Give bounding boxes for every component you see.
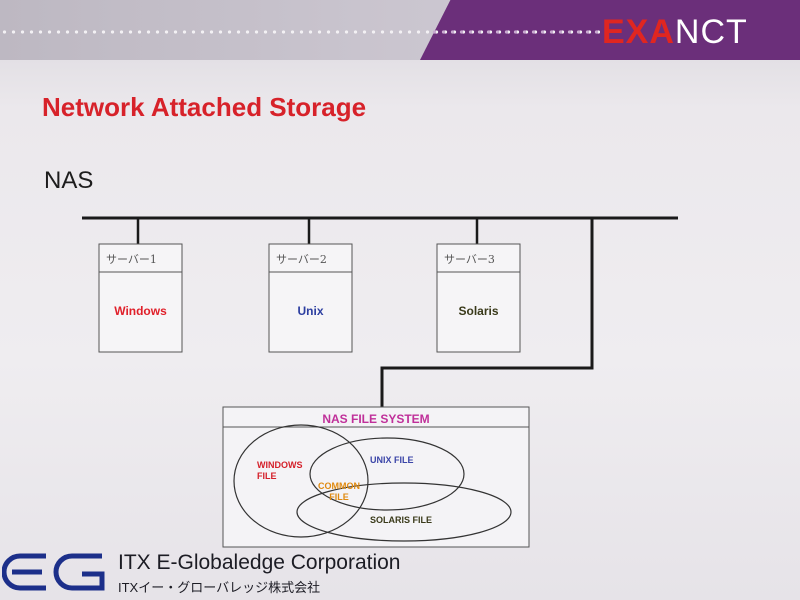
solaris-file-label: SOLARIS FILE <box>370 515 433 525</box>
windows-file-ellipse <box>233 424 369 538</box>
eg-logo-icon <box>2 553 105 591</box>
header-dot-strip <box>0 29 600 35</box>
windows-file-label: WINDOWS FILE <box>257 460 303 481</box>
unix-file-ellipse <box>309 437 465 511</box>
brand-logo-exa: EXA <box>602 13 675 51</box>
corporation-name-jp: ITXイー・グローバレッジ株式会社 <box>118 580 321 595</box>
server-box-2 <box>268 243 353 353</box>
solaris-file-ellipse <box>296 482 512 542</box>
server-box-1 <box>98 243 183 353</box>
brand-logo: EXANCT <box>602 14 748 50</box>
server3-os: Solaris <box>458 304 499 318</box>
corporation-name: ITX E-Globaledge Corporation <box>118 551 401 574</box>
nas-link <box>380 218 594 407</box>
server2-os: Unix <box>297 304 324 318</box>
header-dot-strip-purple <box>430 29 600 35</box>
server-box-3 <box>436 243 521 353</box>
slide-subtitle: NAS <box>44 167 94 194</box>
nas-box <box>222 406 530 548</box>
nas-file-system-title: NAS FILE SYSTEM <box>322 412 430 426</box>
common-file-label: COMMON FILE <box>318 481 360 502</box>
unix-file-label: UNIX FILE <box>370 455 414 465</box>
slide-title: Network Attached Storage <box>42 92 367 122</box>
server1-os: Windows <box>114 304 167 318</box>
brand-logo-nct: NCT <box>674 13 748 51</box>
server2-label: サーバー2 <box>276 253 327 266</box>
server3-label: サーバー3 <box>444 253 495 266</box>
server1-label: サーバー1 <box>106 253 157 266</box>
